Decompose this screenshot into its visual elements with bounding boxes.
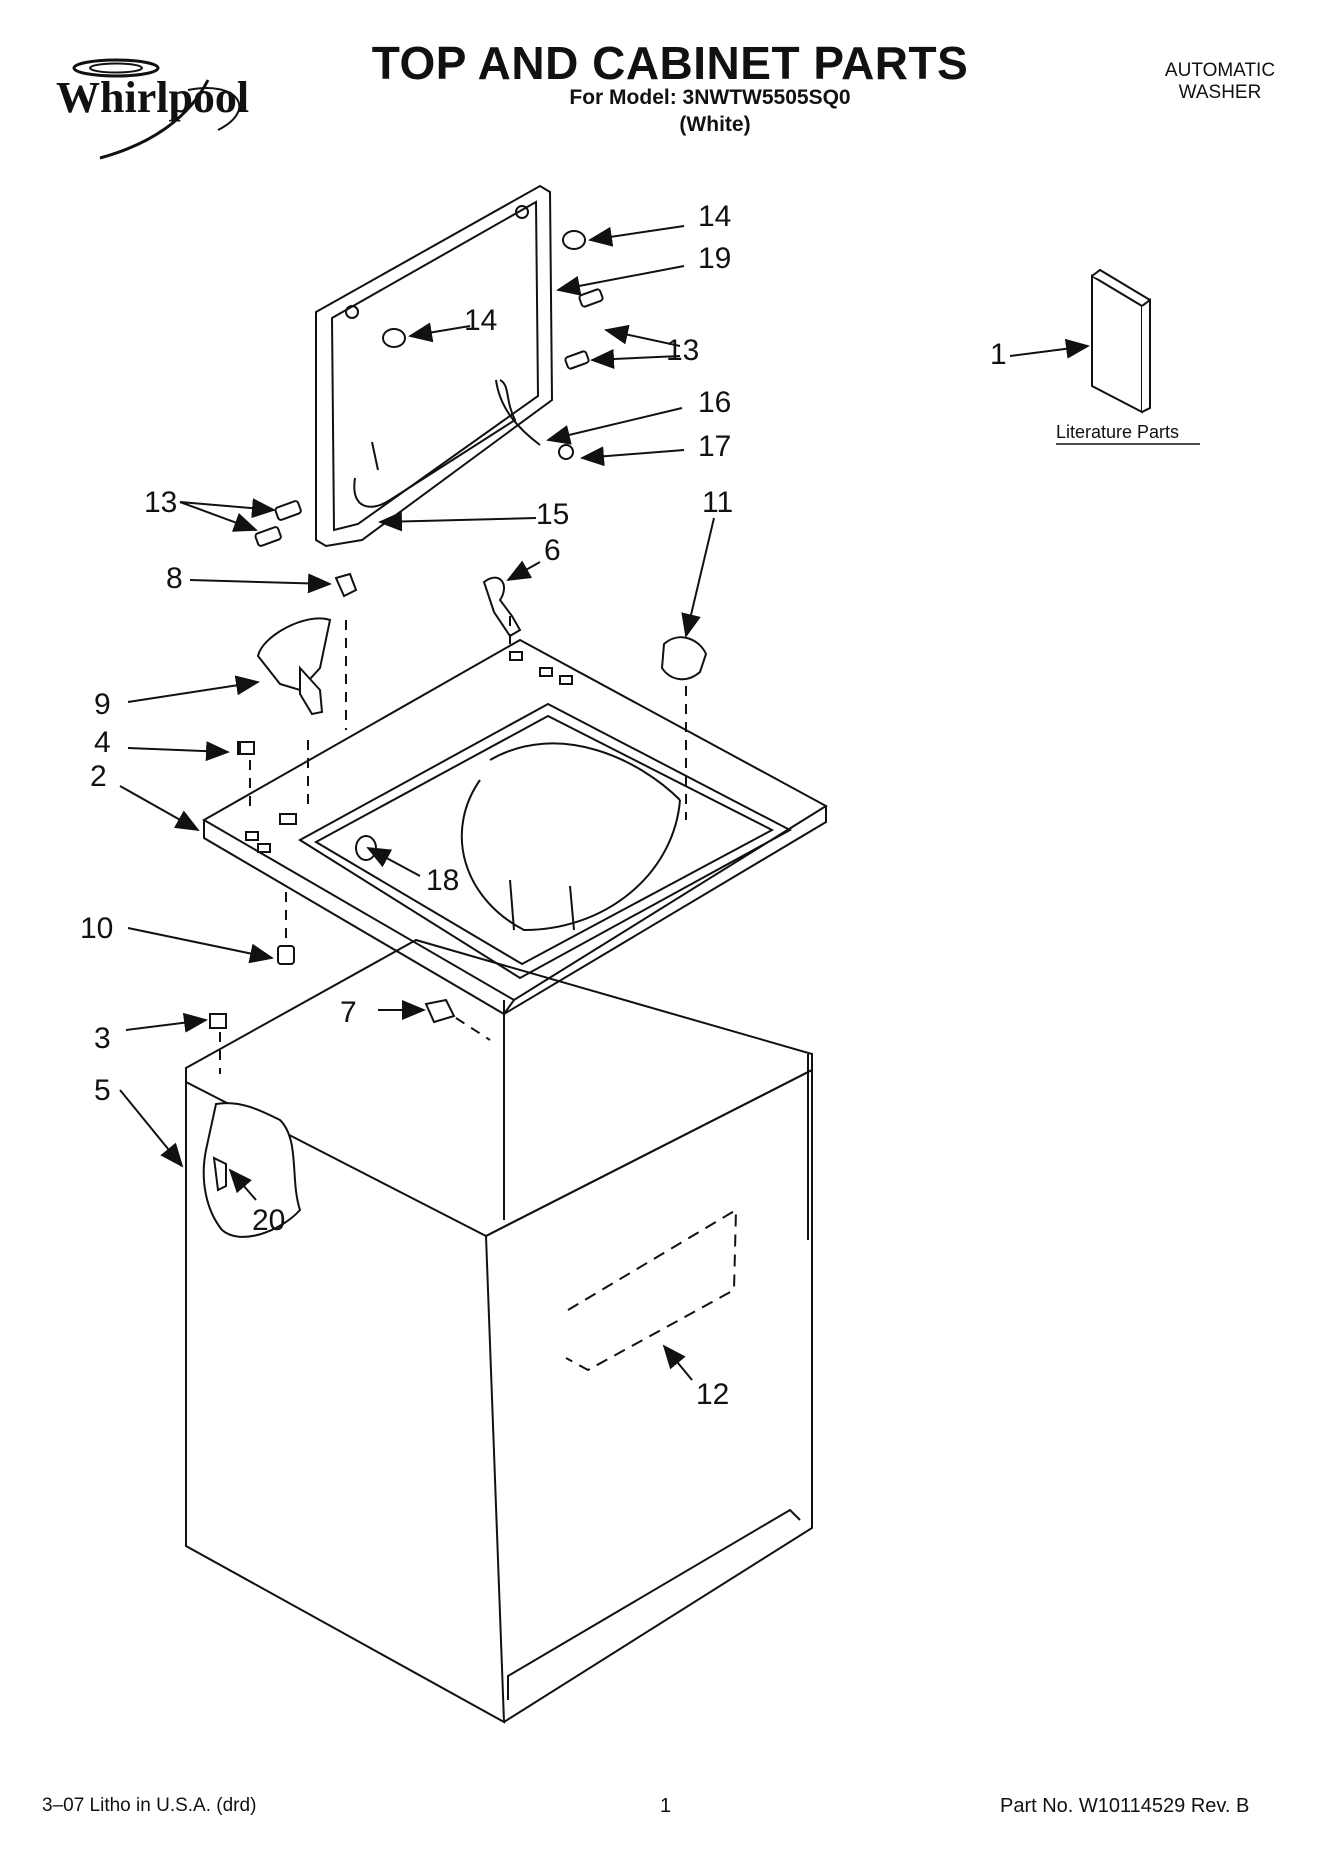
lid-actuator-icon: [482, 576, 522, 638]
top-clip-icon: [239, 741, 255, 755]
assembly-lines: [219, 616, 687, 1074]
hinge-bolt-icon: [564, 350, 590, 370]
callout-13-upper: 13: [666, 334, 699, 367]
whirlpool-swirl-icon: Whirlpool: [56, 58, 249, 160]
lid-assembly: [315, 184, 554, 548]
color-line: (White): [679, 113, 751, 136]
hinge-bolt-icon: [578, 288, 604, 308]
callout-6: 6: [544, 534, 561, 567]
callout-8: 8: [166, 562, 183, 595]
product-line-2: WASHER: [1178, 82, 1262, 103]
callout-12: 12: [696, 1378, 729, 1411]
cabinet-screw-icon: [212, 1156, 227, 1192]
callout-16: 16: [698, 386, 731, 419]
brand-wordmark: Whirlpool: [56, 73, 249, 122]
callout-5: 5: [94, 1074, 111, 1107]
callout-14-upper: 14: [698, 200, 731, 233]
callout-3: 3: [94, 1022, 111, 1055]
screw-icon: [424, 998, 456, 1024]
callout-2: 2: [90, 760, 107, 793]
model-line: For Model: 3NWTW5505SQ0: [569, 86, 851, 109]
callout-1: 1: [990, 338, 1007, 371]
product-type: AUTOMATIC WASHER: [1120, 60, 1320, 104]
page-title: TOP AND CABINET PARTS: [371, 37, 969, 89]
literature-parts: [1091, 268, 1151, 414]
callout-11: 11: [702, 486, 733, 519]
switch-screw-icon: [334, 572, 358, 598]
callout-9: 9: [94, 688, 111, 721]
footer-part-number: Part No. W10114529 Rev. B: [1000, 1795, 1250, 1817]
lid-lock-striker-icon: [558, 444, 574, 460]
footer-litho: 3–07 Litho in U.S.A. (drd): [42, 1795, 257, 1816]
fasteners: [209, 741, 456, 1029]
callout-15: 15: [536, 498, 569, 531]
callout-13-lower: 13: [144, 486, 177, 519]
footer-page-number: 1: [660, 1795, 672, 1817]
callout-10: 10: [80, 912, 113, 945]
top-panel: [201, 638, 828, 1016]
cabinet: [185, 938, 813, 1724]
callout-19: 19: [698, 242, 731, 275]
brand-logo: Whirlpool: [38, 50, 278, 160]
callout-4: 4: [94, 726, 111, 759]
callout-18: 18: [426, 864, 459, 897]
lid-hardware: [254, 230, 604, 547]
cabinet-clip-icon: [209, 1013, 227, 1029]
lid-bumper-right-icon: [562, 230, 586, 250]
lid-switch-icon: [256, 617, 332, 692]
hinge-bolt-icon: [254, 526, 282, 547]
callout-14-lower: 14: [464, 304, 497, 337]
callout-7: 7: [340, 996, 357, 1029]
callout-20: 20: [252, 1204, 285, 1237]
literature-parts-label: Literature Parts: [1056, 422, 1179, 442]
hinge-cover-icon: [660, 636, 708, 681]
callout-17: 17: [698, 430, 731, 463]
lid-bumper-left-icon: [382, 328, 406, 348]
callout-arrows: [119, 225, 1090, 1381]
nut-icon: [277, 945, 295, 965]
hinge-bolt-icon: [274, 500, 302, 521]
product-line-1: AUTOMATIC: [1164, 60, 1276, 81]
